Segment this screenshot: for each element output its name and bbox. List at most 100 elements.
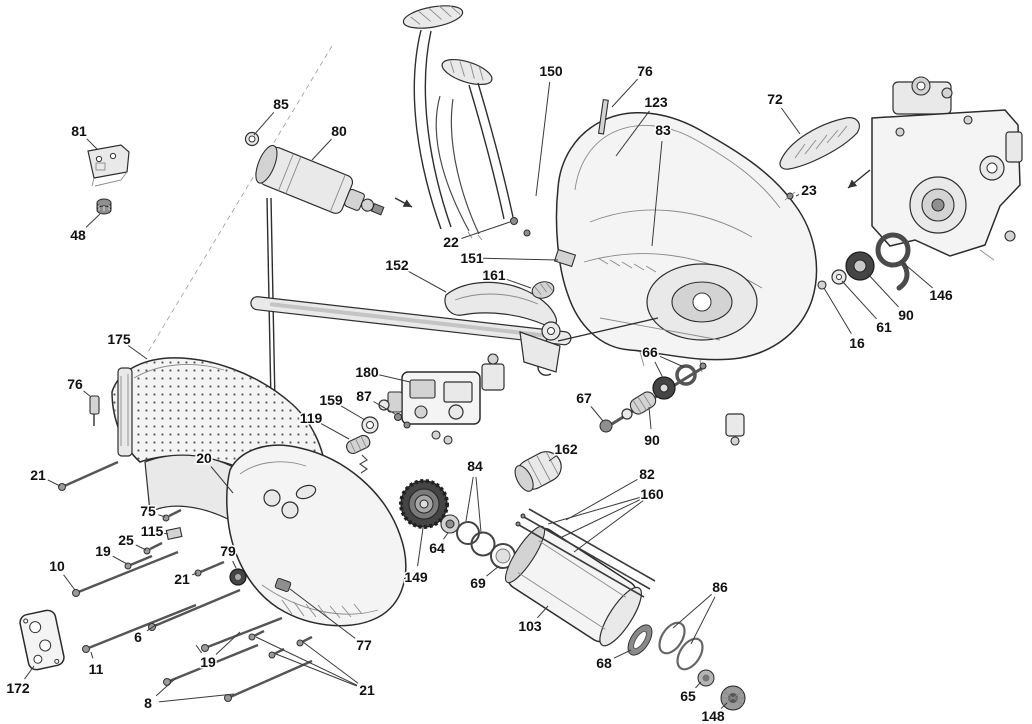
leader-line-162 xyxy=(548,454,558,462)
part-label-61: 61 xyxy=(876,319,892,335)
washer-16 xyxy=(817,280,827,290)
leader-line-22 xyxy=(461,221,511,239)
main-housing xyxy=(553,98,818,373)
screw-21-low-a xyxy=(248,629,265,641)
part-label-72: 72 xyxy=(767,91,783,107)
leader-line-115 xyxy=(162,532,169,535)
gasket-172 xyxy=(19,609,65,671)
part-label-115: 115 xyxy=(141,523,164,539)
part-label-21: 21 xyxy=(30,467,46,483)
leader-line-159 xyxy=(340,405,366,421)
leader-line-69 xyxy=(486,565,500,577)
throttle-cable xyxy=(435,95,470,232)
top-handle xyxy=(402,5,531,241)
washer-61 xyxy=(831,269,847,285)
part-label-6: 6 xyxy=(134,629,142,645)
pump-assembly-180 xyxy=(378,353,505,445)
part-label-11: 11 xyxy=(89,661,104,677)
leader-line-79 xyxy=(232,560,237,569)
part-label-67: 67 xyxy=(576,390,592,406)
leader-line-11 xyxy=(90,651,94,659)
screw-21-low-c xyxy=(296,635,313,647)
screw-11 xyxy=(82,603,197,653)
lever-152 xyxy=(444,281,659,376)
leader-line-64 xyxy=(443,532,449,540)
part-label-66: 66 xyxy=(642,344,658,360)
screw-25 xyxy=(143,541,163,555)
leader-line-149 xyxy=(417,527,424,567)
part-label-21: 21 xyxy=(174,571,190,587)
part-label-90: 90 xyxy=(898,307,914,323)
guide-bar xyxy=(250,296,572,346)
leader-line-61 xyxy=(841,280,877,320)
screw-19-lower xyxy=(201,616,283,652)
part-label-152: 152 xyxy=(385,257,409,273)
leader-line-160 xyxy=(573,500,644,553)
rings-86 xyxy=(658,621,704,671)
cylinder-103 xyxy=(504,525,642,647)
leader-line-160 xyxy=(547,496,642,525)
part-label-64: 64 xyxy=(429,540,445,556)
roller-119 xyxy=(346,434,371,454)
latch-77 xyxy=(274,577,292,593)
leader-line-21 xyxy=(275,653,357,687)
leader-line-21 xyxy=(47,479,61,487)
part-label-84: 84 xyxy=(467,458,483,474)
part-label-48: 48 xyxy=(70,227,86,243)
leader-line-175 xyxy=(127,344,148,360)
part-label-172: 172 xyxy=(6,680,30,696)
leader-line-21 xyxy=(255,636,358,686)
gear-head xyxy=(847,76,1023,261)
part-label-19: 19 xyxy=(200,654,216,670)
grip-72 xyxy=(779,117,860,170)
part-label-69: 69 xyxy=(470,575,486,591)
leader-line-8 xyxy=(158,693,235,703)
part-label-10: 10 xyxy=(49,558,65,574)
screw-10 xyxy=(72,550,179,597)
leader-line-160 xyxy=(559,498,643,539)
part-label-20: 20 xyxy=(196,450,212,466)
leader-line-10 xyxy=(63,574,76,591)
leader-line-172 xyxy=(24,665,35,680)
leader-line-72 xyxy=(780,107,801,135)
grommet-48 xyxy=(96,198,112,215)
part-label-19: 19 xyxy=(95,543,111,559)
bearing-65 xyxy=(697,669,715,687)
diagram-art xyxy=(19,5,1023,711)
motor-80 xyxy=(255,144,385,216)
part-label-123: 123 xyxy=(644,94,668,110)
pin-23 xyxy=(784,191,796,201)
throttle-cable xyxy=(450,98,480,235)
part-label-81: 81 xyxy=(71,123,87,139)
part-label-119: 119 xyxy=(300,410,323,426)
assembly-arrow xyxy=(394,197,413,208)
spring-rods-82-160 xyxy=(515,508,656,598)
part-label-22: 22 xyxy=(443,234,459,250)
screw-21-upper xyxy=(58,460,119,491)
screw-21-low-b xyxy=(268,647,285,659)
leader-line-84 xyxy=(475,476,482,533)
leader-line-119 xyxy=(320,422,350,440)
leader-line-86 xyxy=(690,596,716,645)
leader-line-19 xyxy=(112,555,128,565)
part-label-21: 21 xyxy=(359,682,375,698)
part-label-90: 90 xyxy=(644,432,660,448)
part-label-103: 103 xyxy=(518,618,542,634)
part-label-75: 75 xyxy=(140,503,156,519)
clip-76-left xyxy=(89,395,100,426)
part-label-80: 80 xyxy=(331,123,347,139)
leader-line-152 xyxy=(406,269,447,293)
leader-line-83 xyxy=(651,140,663,247)
small-spring xyxy=(358,454,369,474)
part-label-77: 77 xyxy=(356,637,372,653)
leader-line-25 xyxy=(135,544,147,551)
leader-line-19 xyxy=(195,644,203,654)
part-label-16: 16 xyxy=(849,335,865,351)
part-label-76: 76 xyxy=(637,63,653,79)
leader-line-90 xyxy=(648,406,652,430)
shaft-66-67-90 xyxy=(599,362,707,433)
leader-line-82 xyxy=(565,478,638,521)
bushing-79 xyxy=(229,568,247,586)
